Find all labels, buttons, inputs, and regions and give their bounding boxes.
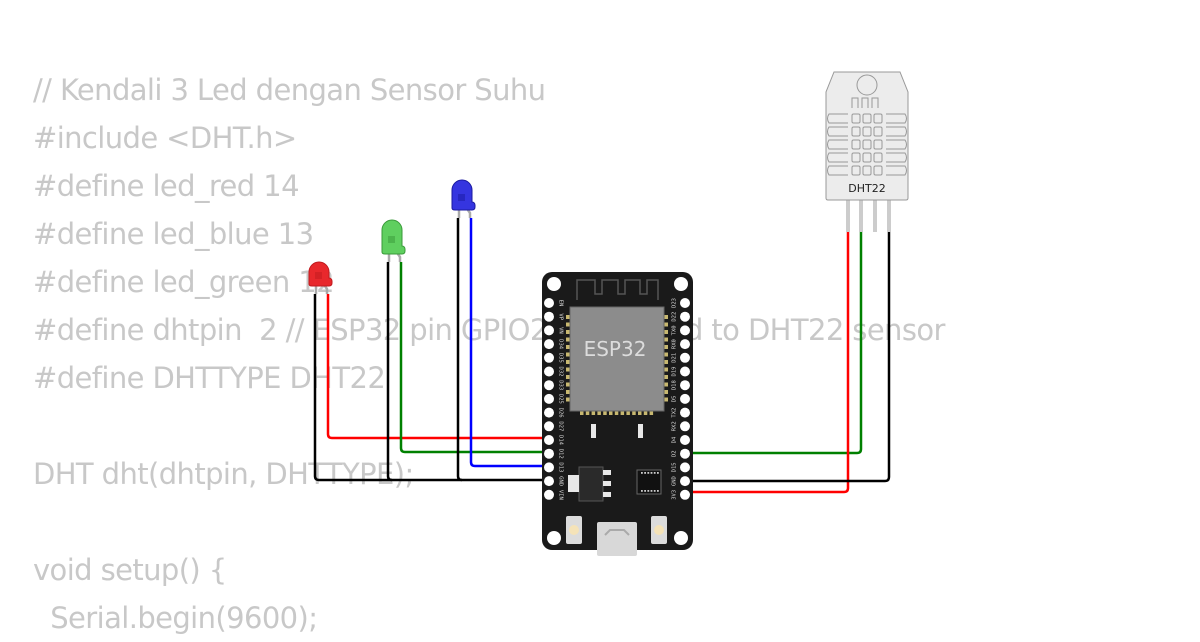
code-line: DHT dht(dhtpin, DHTTYPE); [33,457,414,491]
pin-label: D19 [672,367,678,377]
code-line: // Kendali 3 Led dengan Sensor Suhu [33,73,546,107]
esp32-label: ESP32 [584,337,647,361]
pin-label: TX0 [672,325,678,335]
pin-label: GND [672,476,678,486]
pin-right-d19[interactable]: D19 [672,366,691,377]
pin-left-d34[interactable]: D34 [544,339,564,350]
led-green[interactable] [381,219,406,262]
pin-label: D26 [558,408,564,418]
voltage-regulator [578,466,604,502]
pin-right-d18[interactable]: D18 [672,380,691,391]
pin-left-d32[interactable]: D32 [544,366,564,377]
pin-left-d33[interactable]: D33 [544,380,564,391]
pin-label: D35 [558,353,564,363]
pin-left-d13[interactable]: D13 [544,462,564,473]
pin-label: D15 [672,462,678,472]
pin-label: TX2 [672,408,678,418]
pin-right-gnd[interactable]: GND [672,476,691,487]
pin-label: D13 [558,462,564,472]
pin-label: D2 [672,450,678,457]
wire-red-led-d14[interactable] [326,294,549,440]
pin-label: VIN [558,490,564,500]
pin-label: D21 [672,353,678,363]
pin-right-d5[interactable]: D5 [672,393,691,404]
pin-label: RX2 [672,421,678,431]
pin-label: D5 [672,396,678,403]
pin-right-d23[interactable]: D23 [672,298,691,308]
code-line: Serial.begin(9600); [33,601,318,635]
pin-label: GND [558,476,564,486]
wire-red-led-gnd[interactable] [313,294,549,482]
code-line: void setup() { [33,553,227,587]
pin-label: D22 [672,312,678,322]
wire-green-led-gnd[interactable] [386,262,393,482]
en-button[interactable] [566,516,582,544]
pin-left-d26[interactable]: D26 [544,407,564,418]
pin-label: D25 [558,394,564,404]
pin-right-tx2[interactable]: TX2 [672,407,691,418]
pin-label: VN [558,327,564,334]
pin-right-d15[interactable]: D15 [672,462,691,473]
pin-right-d22[interactable]: D22 [672,311,691,322]
pin-label: EN [558,300,564,307]
led-red[interactable] [308,261,333,294]
pin-left-gnd[interactable]: GND [544,476,564,487]
pin-left-d27[interactable]: D27 [544,421,564,432]
pin-left-d25[interactable]: D25 [544,393,564,404]
pin-left-d14[interactable]: D14 [544,435,564,446]
pin-left-vp[interactable]: VP [544,311,564,322]
wire-blue-led-gnd[interactable] [456,218,463,482]
wire-dht-gnd[interactable] [684,232,891,483]
wire-blue-led-d13[interactable] [469,218,549,468]
dht22-label: DHT22 [848,182,885,195]
boot-button[interactable] [651,516,667,544]
pin-right-tx0[interactable]: TX0 [672,325,691,336]
pin-label: D33 [558,380,564,390]
pin-right-d2[interactable]: D2 [672,448,691,459]
pin-right-d21[interactable]: D21 [672,352,691,363]
code-line: #define DHTTYPE DHT22 [33,361,386,395]
wire-dht-vcc-3v3[interactable] [684,232,850,494]
code-line: #include <DHT.h> [33,121,297,155]
micro-usb-port[interactable] [597,522,637,556]
pin-label: D27 [558,421,564,431]
pin-label: 3V3 [672,490,678,500]
pin-left-en[interactable]: EN [544,298,564,308]
pin-label: D12 [558,449,564,459]
pin-left-vn[interactable]: VN [544,325,564,336]
pin-label: D18 [672,380,678,390]
wire-green-led-d12[interactable] [399,262,549,454]
pin-right-d4[interactable]: D4 [672,435,691,445]
code-line: #define led_red 14 [33,169,300,203]
pin-left-d35[interactable]: D35 [544,352,564,363]
wire-dht-data-d2[interactable] [684,232,863,455]
pin-label: D14 [558,435,564,446]
pin-right-rx2[interactable]: RX2 [672,421,691,432]
pin-label: VP [558,313,564,320]
antenna-icon [576,279,659,300]
pin-label: D4 [672,436,678,443]
code-line: #define led_blue 13 [33,217,314,251]
pin-label: D32 [558,367,564,377]
led-blue[interactable] [451,179,476,218]
pin-right-3v3[interactable]: 3V3 [672,489,691,500]
pin-label: D34 [558,339,564,350]
esp32-module [569,306,665,412]
wires [313,218,891,494]
code-editor-background: // Kendali 3 Led dengan Sensor Suhu #incl… [33,66,945,642]
pin-label: D23 [672,298,678,308]
dht22-sensor[interactable]: DHT22 [825,71,909,232]
pin-label: RX0 [672,339,678,349]
pin-left-d12[interactable]: D12 [544,448,564,459]
pin-left-vin[interactable]: VIN [544,489,564,500]
pin-right-rx0[interactable]: RX0 [672,339,691,350]
